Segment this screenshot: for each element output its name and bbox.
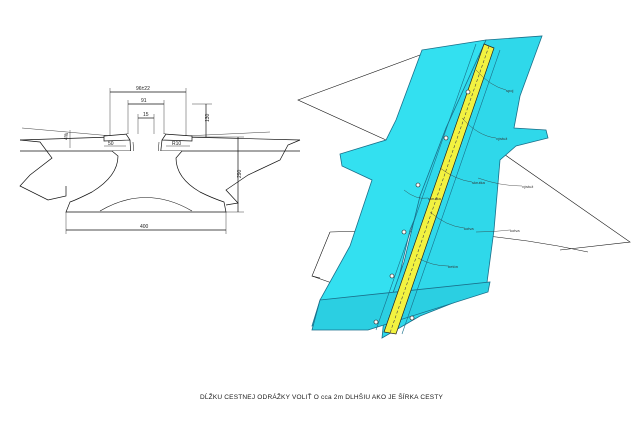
slope-ref-line-2 xyxy=(183,131,271,137)
right-flange xyxy=(161,133,193,142)
cross-section-drawing xyxy=(19,88,301,234)
leader-5 xyxy=(417,257,449,267)
anchor-bolt-7 xyxy=(409,315,415,321)
road-surface-left xyxy=(19,136,113,141)
anchor-bolt-1 xyxy=(465,89,471,95)
ground-break-line-left xyxy=(19,139,67,201)
callout-label: betón xyxy=(448,264,458,269)
dim-text-base: 400 xyxy=(140,224,149,230)
anchor-bolt-6 xyxy=(373,319,379,325)
foundation-block xyxy=(65,150,227,213)
callout-label: spoj xyxy=(506,88,513,93)
leader-8 xyxy=(477,177,523,187)
dim-text-inner: 91 xyxy=(141,98,147,104)
drawing-caption: DĹŽKU CESTNEJ ODRÁŽKY VOLIŤ O cca 2m DLH… xyxy=(199,394,444,401)
dim-text-slot: 15 xyxy=(143,112,149,118)
foundation-arch xyxy=(99,197,193,212)
callout-label: kotva xyxy=(464,226,474,231)
leader-4 xyxy=(429,211,465,229)
callout-label: výstuž xyxy=(496,136,507,141)
drainage-channel-strip xyxy=(383,43,495,335)
leader-6 xyxy=(475,229,511,233)
dim-text-left-flange: 50 xyxy=(108,141,114,147)
leader-1 xyxy=(475,69,507,91)
road-surface-right xyxy=(183,136,301,141)
extent-line-left xyxy=(311,231,331,279)
leader-3 xyxy=(439,167,473,183)
extent-line-top xyxy=(297,54,421,141)
callout-label: skrutka xyxy=(428,196,442,201)
anchor-bolt-3 xyxy=(415,182,421,188)
slope-ref-line xyxy=(21,127,113,137)
extent-line-right xyxy=(497,149,631,251)
anchor-bolt-2 xyxy=(443,135,449,141)
channel-centerline xyxy=(389,45,490,334)
channel-edge-left xyxy=(375,43,477,331)
dim-text-height-right: 130 xyxy=(205,113,211,122)
left-flange xyxy=(103,133,131,142)
callout-label: kotva xyxy=(510,228,520,233)
anchor-bolt-4 xyxy=(401,229,407,235)
callout-label: skrutka xyxy=(472,180,486,185)
dim-text-height-total: 290 xyxy=(237,169,243,178)
leader-2 xyxy=(461,117,497,139)
perspective-view: spoj výstuž skrutka kotva betón kotva sk… xyxy=(297,35,631,339)
dim-text-right-flange: R10 xyxy=(172,141,181,147)
channel-edge-right xyxy=(401,49,501,335)
callout-label: výstuž xyxy=(522,184,533,189)
dim-text-slope: 4% xyxy=(64,132,70,140)
leader-7 xyxy=(403,189,429,199)
dim-text-top: 96±22 xyxy=(136,86,150,92)
anchor-bolt-5 xyxy=(389,273,395,279)
right-wing-panel xyxy=(381,35,549,339)
